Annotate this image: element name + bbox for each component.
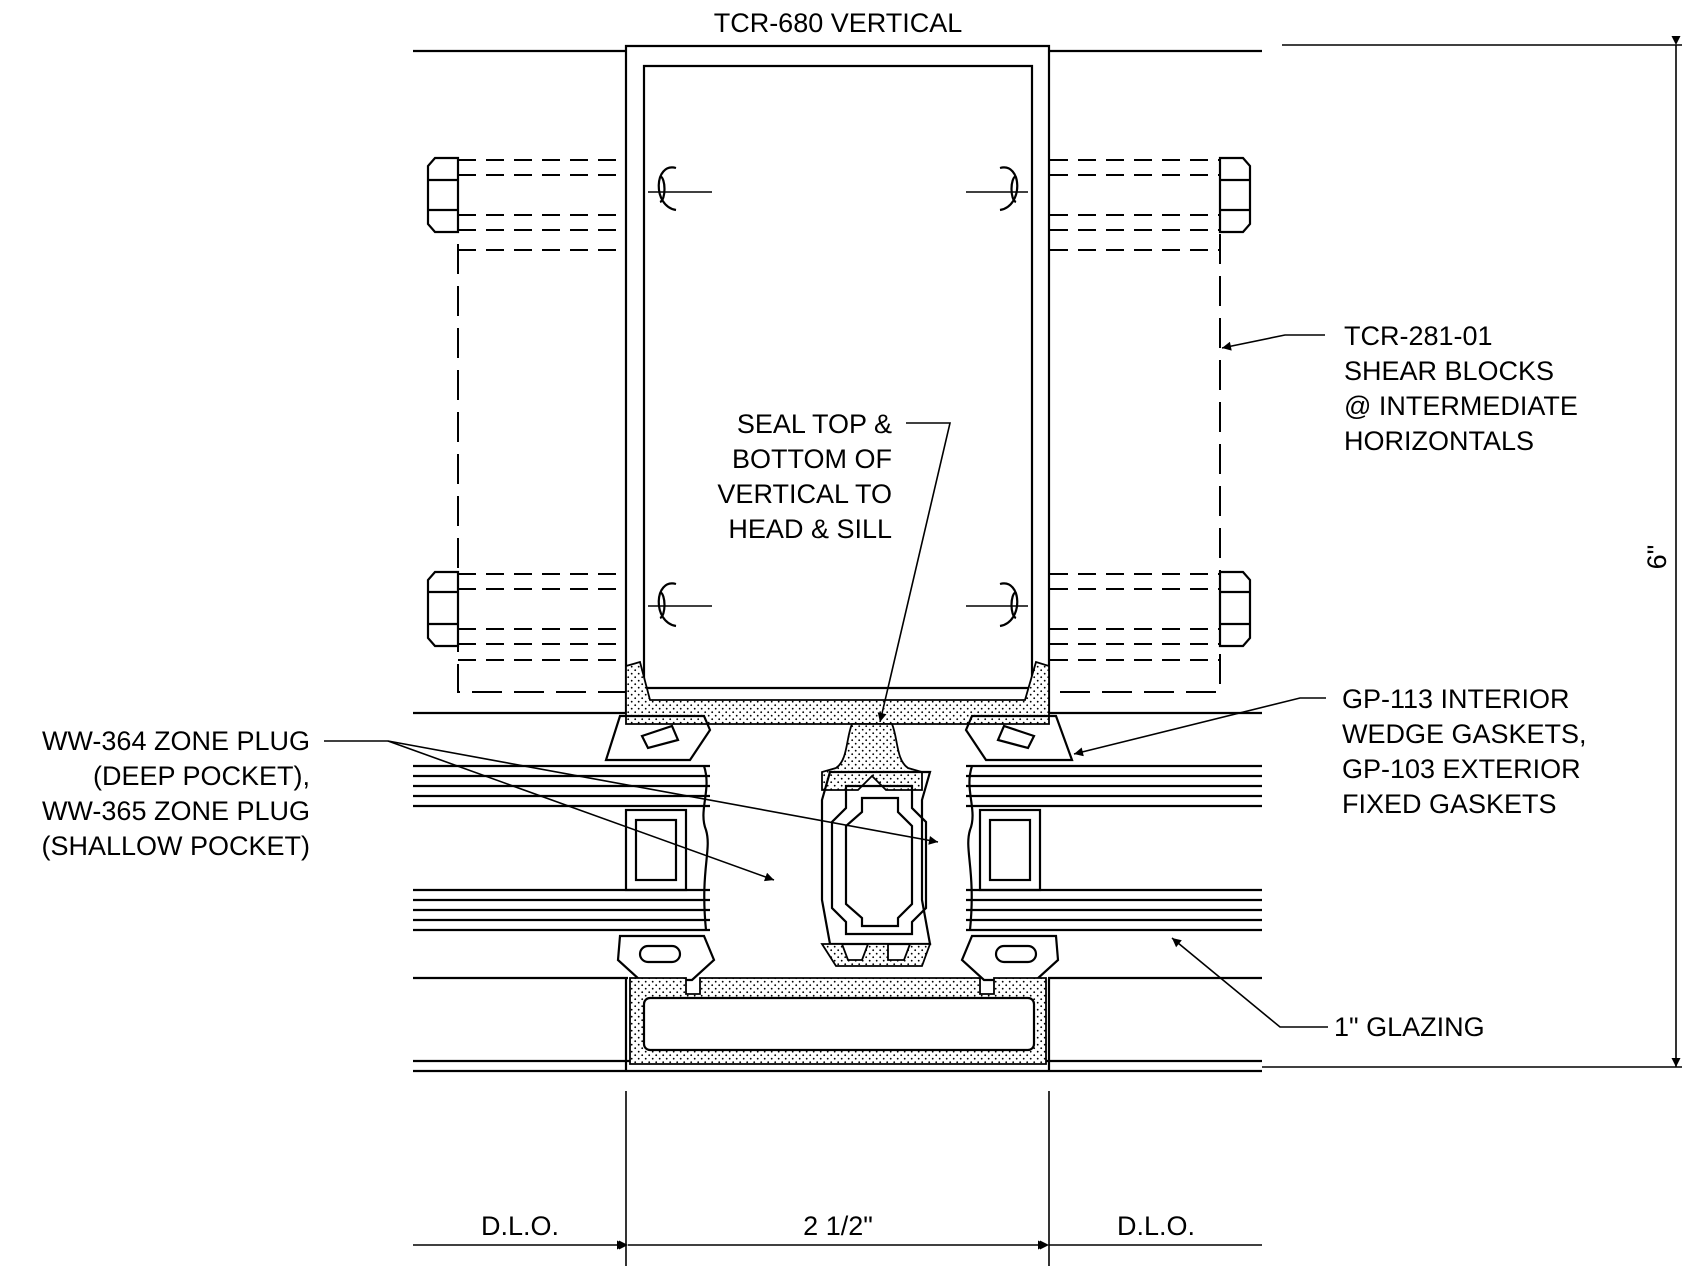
screw-spline-lower-right <box>966 582 1028 628</box>
svg-text:TCR-281-01: TCR-281-01 <box>1344 321 1493 351</box>
pressure-plate <box>624 943 1051 1071</box>
glazing-left <box>413 764 710 932</box>
gaskets-label: GP-113 INTERIOR WEDGE GASKETS, GP-103 EX… <box>1342 684 1587 819</box>
svg-text:GP-103 EXTERIOR: GP-103 EXTERIOR <box>1342 754 1581 784</box>
glazing-label: 1" GLAZING <box>1334 1012 1485 1042</box>
svg-text:SEAL TOP &: SEAL TOP & <box>737 409 892 439</box>
svg-text:@ INTERMEDIATE: @ INTERMEDIATE <box>1344 391 1578 421</box>
upper-bolt <box>426 156 1252 251</box>
title-label: TCR-680 VERTICAL <box>714 8 963 38</box>
dimension-height <box>1262 36 1682 1068</box>
height-dimension-label: 6" <box>1642 545 1672 570</box>
svg-text:GP-113 INTERIOR: GP-113 INTERIOR <box>1342 684 1570 714</box>
svg-text:WW-364 ZONE PLUG: WW-364 ZONE PLUG <box>42 726 310 756</box>
leader-seal <box>877 422 952 723</box>
screw-spline-upper-right <box>966 166 1028 212</box>
leader-shear-blocks <box>1221 334 1325 351</box>
leader-glazing <box>1171 937 1328 1028</box>
svg-text:WEDGE GASKETS,: WEDGE GASKETS, <box>1342 719 1587 749</box>
dlo-right-label: D.L.O. <box>1117 1211 1195 1241</box>
svg-text:FIXED GASKETS: FIXED GASKETS <box>1342 789 1557 819</box>
svg-text:HEAD & SILL: HEAD & SILL <box>728 514 892 544</box>
screw-spline-lower-left <box>648 582 712 628</box>
svg-text:(DEEP POCKET),: (DEEP POCKET), <box>93 761 310 791</box>
leader-zone-plug <box>324 740 939 882</box>
seal-label: SEAL TOP & BOTTOM OF VERTICAL TO HEAD & … <box>717 409 892 544</box>
leader-gaskets <box>1073 697 1326 757</box>
svg-text:WW-365 ZONE PLUG: WW-365 ZONE PLUG <box>42 796 310 826</box>
dimension-width <box>413 1091 1262 1266</box>
exterior-gaskets <box>616 934 1060 982</box>
lower-bolt <box>426 570 1252 661</box>
svg-text:VERTICAL TO: VERTICAL TO <box>717 479 892 509</box>
svg-text:(SHALLOW POCKET): (SHALLOW POCKET) <box>41 831 310 861</box>
dlo-left-label: D.L.O. <box>481 1211 559 1241</box>
svg-text:BOTTOM OF: BOTTOM OF <box>732 444 892 474</box>
shear-blocks-label: TCR-281-01 SHEAR BLOCKS @ INTERMEDIATE H… <box>1344 321 1578 456</box>
interior-gaskets <box>604 714 1074 762</box>
zone-plug-label: WW-364 ZONE PLUG (DEEP POCKET), WW-365 Z… <box>41 726 310 861</box>
shear-block-outline <box>457 160 1221 693</box>
screw-spline-upper-left <box>648 166 712 212</box>
vertical-mullion <box>624 44 1051 715</box>
glazing-right <box>966 764 1262 932</box>
sealant-top <box>625 660 1050 791</box>
svg-text:SHEAR BLOCKS: SHEAR BLOCKS <box>1344 356 1554 386</box>
zone-plug <box>820 770 932 946</box>
width-dimension-label: 2 1/2" <box>803 1211 873 1241</box>
svg-text:HORIZONTALS: HORIZONTALS <box>1344 426 1534 456</box>
